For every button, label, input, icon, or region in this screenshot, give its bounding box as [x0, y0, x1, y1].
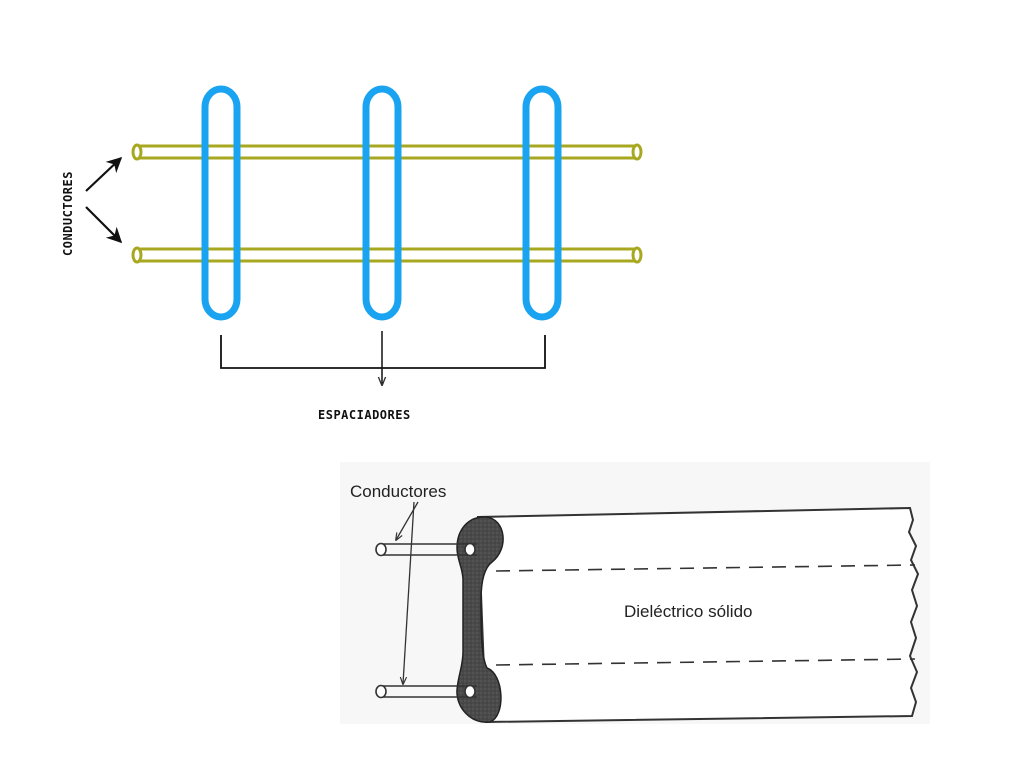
dielectric-dash-lower [495, 658, 916, 666]
spacers-label: ESPACIADORES [318, 408, 411, 422]
parallel-wire-figure: CONDUCTORES ESPACIADORES [61, 85, 643, 422]
dielectric-body [476, 506, 920, 724]
twin-conductor-lower [375, 684, 477, 699]
twin-conductors-label: Conductores [350, 482, 446, 501]
conductor-upper [131, 143, 643, 161]
spacer-left [201, 85, 241, 321]
dielectric-dash-upper [495, 564, 916, 572]
spacer-right [522, 85, 562, 321]
spacer-middle [362, 85, 402, 321]
conductor-lower [131, 246, 643, 264]
arrow-to-upper-twin-conductor [396, 501, 419, 540]
twin-conductor-upper [375, 542, 477, 557]
spacers-bracket [220, 331, 546, 385]
arrow-to-lower-conductor [85, 206, 123, 244]
arrow-to-lower-twin-conductor [403, 501, 415, 684]
dielectric-label: Dieléctrico sólido [624, 602, 753, 621]
twin-lead-figure: Conductores Dieléctrico sólido [340, 462, 930, 724]
dielectric-end-face [456, 516, 504, 723]
conductors-label-vertical: CONDUCTORES [61, 171, 75, 256]
arrow-to-upper-conductor [85, 156, 123, 192]
